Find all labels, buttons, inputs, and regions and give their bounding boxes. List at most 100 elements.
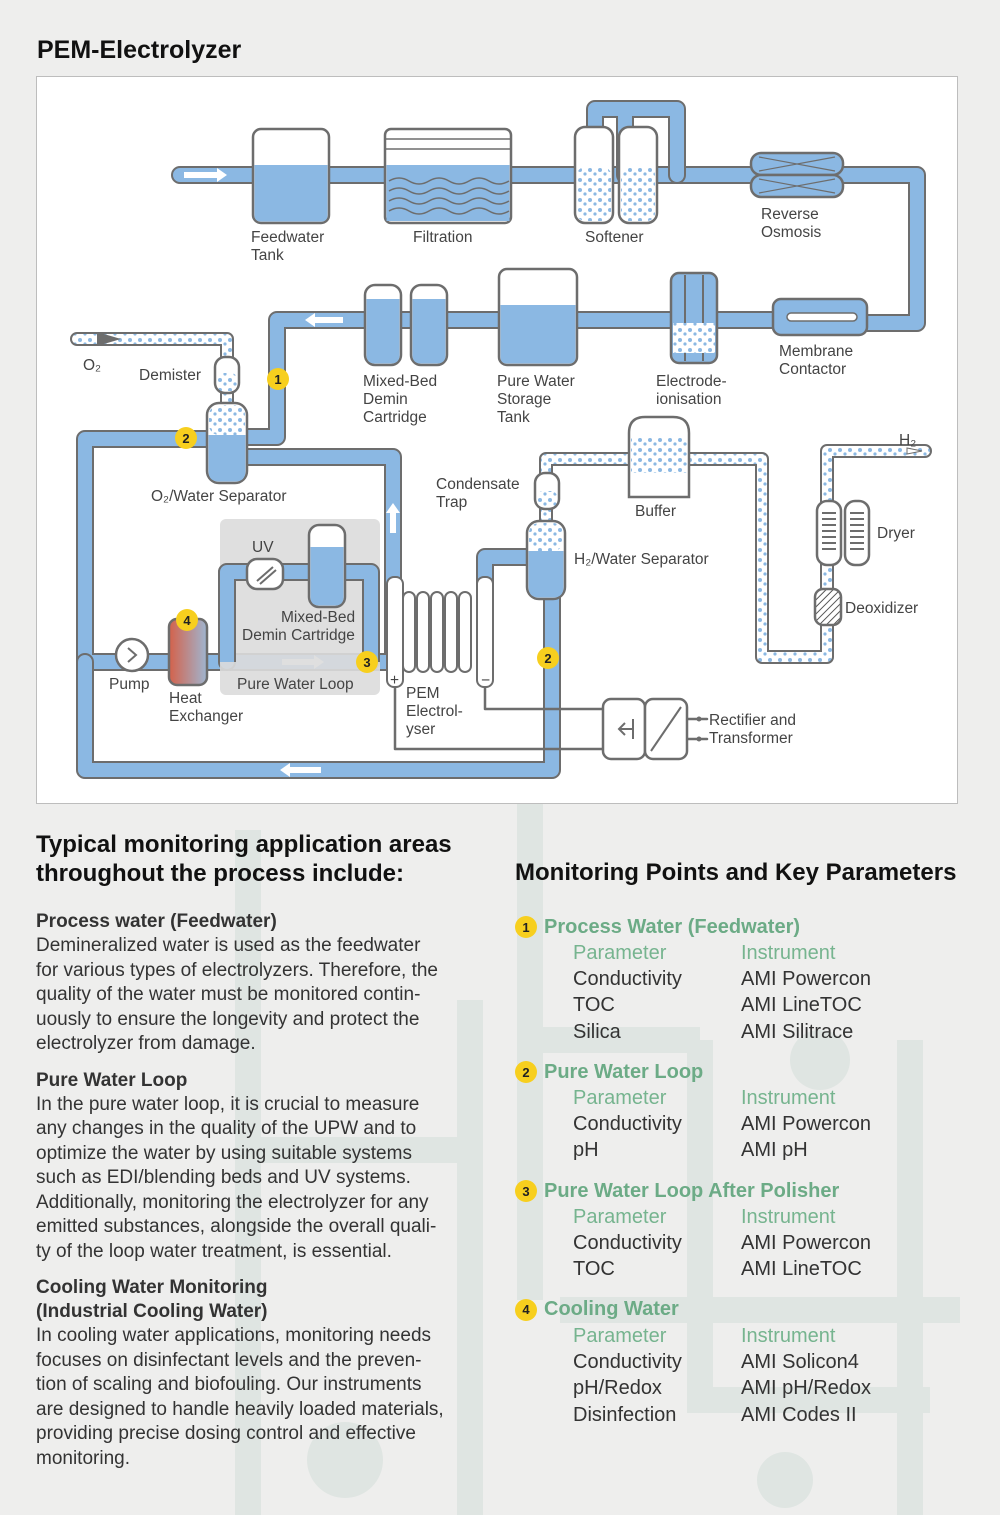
background-watermark (235, 800, 960, 1515)
label-softener: Softener (585, 229, 644, 246)
label-buffer: Buffer (635, 503, 676, 520)
reverse-osmosis-unit (749, 151, 845, 199)
label-h2: H₂ (899, 432, 916, 449)
svg-text:Electrode-ionisation: Electrode-ionisation (656, 373, 727, 408)
svg-text:3: 3 (363, 655, 370, 670)
section-body: In the pure water loop, it is crucial to… (36, 1093, 437, 1262)
buffer-tank (627, 415, 691, 499)
label-dryer: Dryer (877, 525, 915, 542)
badge-4: 4 (176, 609, 198, 631)
polisher-mixed-bed-cartridge (307, 523, 347, 609)
feedwater-tank (251, 127, 331, 225)
section-pure-water-loop: Pure Water Loop In the pure water loop, … (36, 1069, 486, 1265)
o2-water-separator (205, 401, 249, 485)
condensate-trap (533, 471, 561, 511)
polisher-box (218, 519, 380, 695)
section-process-water: Process water (Feedwater) Demineralized … (36, 910, 486, 1057)
badge-2-o2-side: 2 (175, 427, 197, 449)
label-mixed-bed-1: Mixed-Bed (363, 373, 437, 390)
label-rectifier-2: Transformer (709, 730, 793, 747)
section-body: Demineralized water is used as the feedw… (36, 935, 438, 1054)
application-areas-section: Typical monitoring application areas thr… (36, 830, 486, 1483)
deoxidizer (813, 587, 843, 627)
label-demister: Demister (139, 367, 201, 384)
section-title: Cooling Water Monitoring(Industrial Cool… (36, 1277, 268, 1322)
label-polisher-mixed-bed-2: Demin Cartridge (242, 627, 355, 644)
label-pem-3: yser (406, 721, 435, 738)
label-deoxidizer: Deoxidizer (845, 600, 918, 617)
section-title: Pure Water Loop (36, 1069, 188, 1091)
label-membrane-contactor-1: Membrane (779, 343, 853, 360)
mixed-bed-demin-cartridge (363, 283, 449, 367)
label-pure-water-storage-3: Tank (497, 409, 530, 426)
pure-water-storage-tank (497, 267, 579, 367)
plus-terminal-icon: + (390, 672, 399, 689)
label-polisher-mixed-bed-1: Mixed-Bed (281, 609, 355, 626)
label-mixed-bed-3: Cartridge (363, 409, 427, 426)
h2-gas-pipe (539, 444, 932, 664)
label-heat-exchanger-1: Heat (169, 690, 202, 707)
label-electrodeionisation-1: Electrode- (656, 373, 727, 390)
flow-arrow-feed (184, 168, 227, 182)
uv-unit (245, 557, 285, 591)
badge-1: 1 (267, 368, 289, 390)
application-areas-heading: Typical monitoring application areas thr… (36, 831, 452, 887)
section-cooling-water: Cooling Water Monitoring(Industrial Cool… (36, 1276, 486, 1471)
rectifier-transformer (601, 697, 702, 761)
svg-text:2: 2 (544, 651, 551, 666)
label-feedwater-tank-1: Feedwater (251, 229, 324, 246)
pem-electrolyser: + − (386, 576, 494, 689)
minus-terminal-icon: − (481, 672, 490, 689)
label-feedwater-tank-2: Tank (251, 247, 284, 264)
dryer (815, 499, 871, 567)
point-number-badge: 2 (515, 1061, 537, 1084)
pump (114, 637, 150, 673)
membrane-contactor (771, 297, 869, 337)
demister (213, 355, 241, 395)
svg-text:2: 2 (182, 431, 189, 446)
point-number-badge: 4 (515, 1298, 537, 1321)
label-h2-separator: H₂/Water Separator (574, 551, 709, 568)
label-pem-2: Electrol- (406, 703, 463, 720)
flow-arrow-up (386, 503, 400, 533)
label-reverse-osmosis-1: Reverse (761, 206, 819, 223)
label-heat-exchanger-2: Exchanger (169, 708, 243, 725)
label-uv: UV (252, 539, 274, 556)
electrical-wiring (393, 675, 709, 751)
point-title: Process Water (Feedwater) (544, 915, 801, 938)
label-membrane-contactor-2: Contactor (779, 361, 846, 378)
point-title: Cooling Water (544, 1298, 679, 1321)
monitoring-points-heading: Monitoring Points and Key Parameters (515, 859, 957, 886)
label-pump: Pump (109, 676, 150, 693)
label-condensate-trap-2: Trap (436, 494, 467, 511)
svg-text:4: 4 (183, 613, 191, 628)
label-condensate-trap-1: Condensate (436, 476, 520, 493)
section-title: Process water (Feedwater) (36, 911, 277, 932)
electrodeionisation-unit (669, 271, 719, 365)
softener-columns (573, 125, 659, 225)
